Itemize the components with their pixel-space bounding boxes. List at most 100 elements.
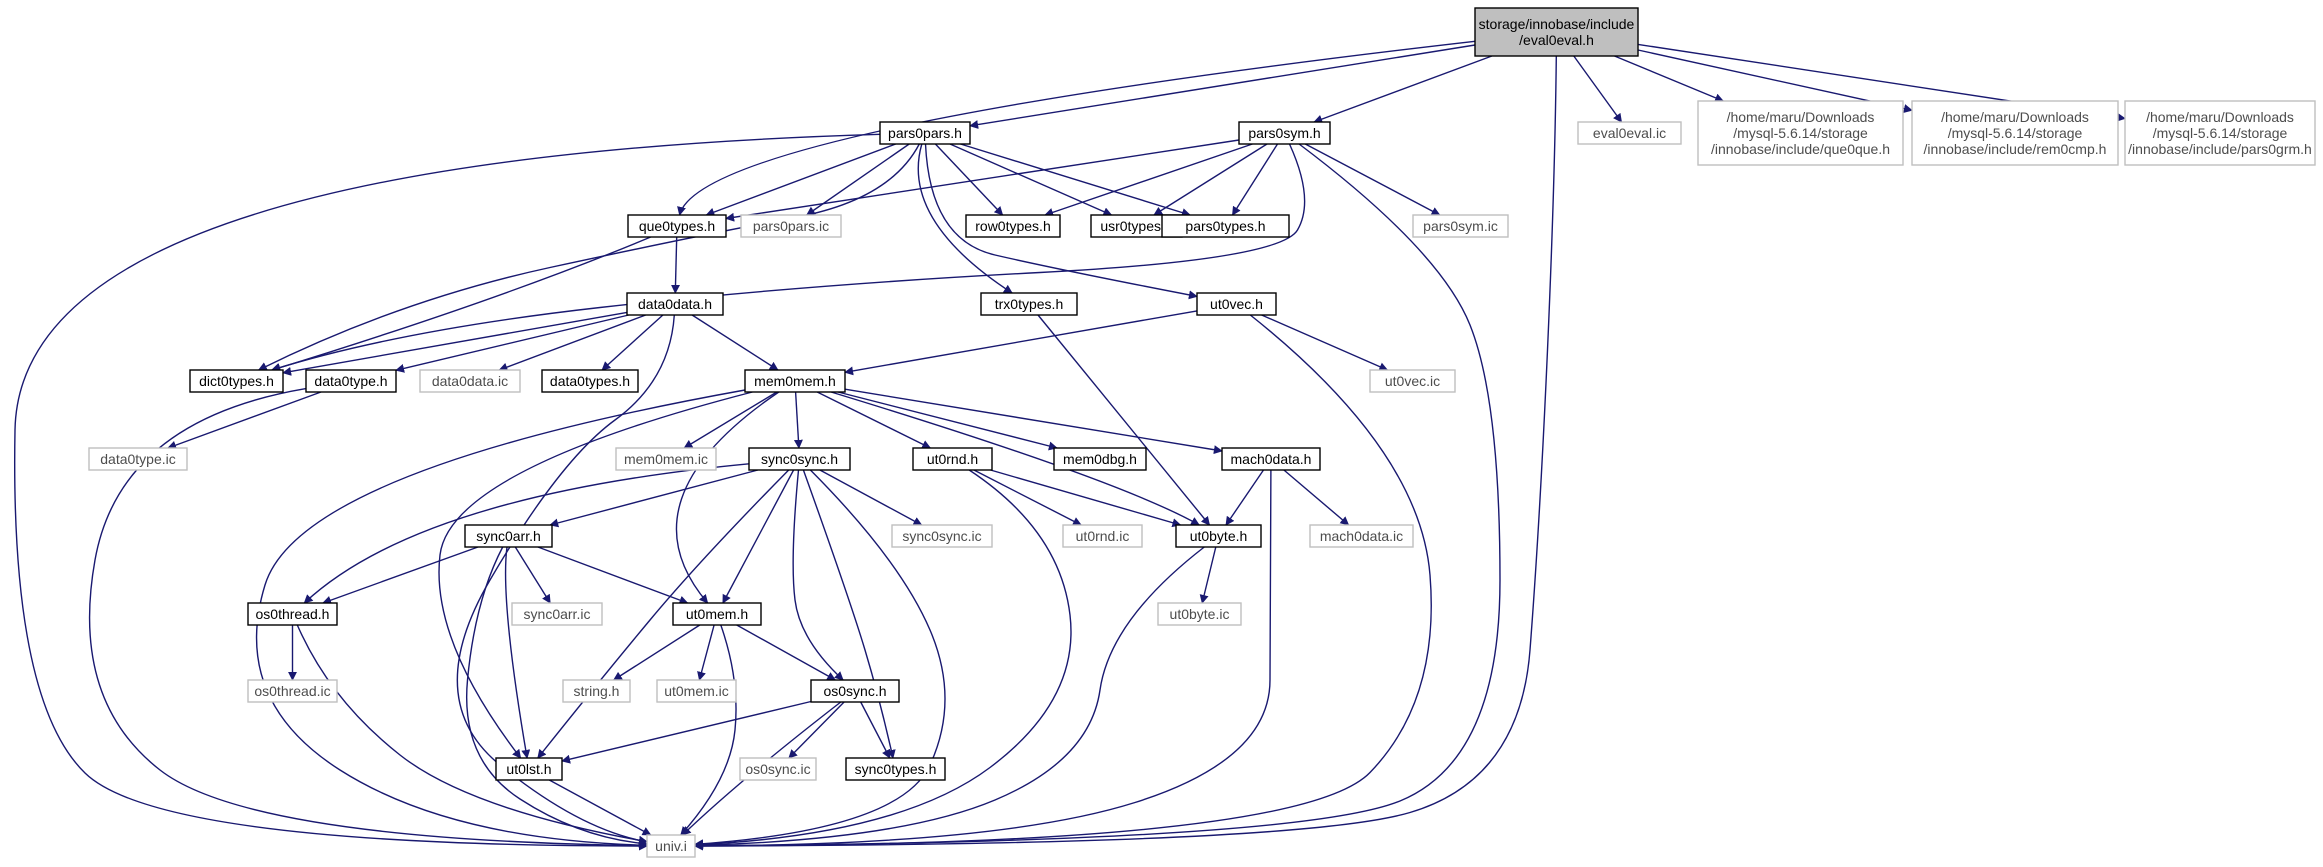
edge-ut0mem_h-to-univ_i	[680, 624, 737, 836]
node-label: eval0eval.ic	[1593, 125, 1666, 141]
node-box	[626, 292, 724, 316]
edge-sync0sync_h-to-sync0arr_h	[549, 469, 759, 528]
edge-sync0sync_h-to-ut0lst_h	[537, 469, 790, 759]
edge-mach0data_h-to-univ_i	[694, 469, 1272, 851]
node-usr0types_h[interactable]: usr0types.h	[1090, 214, 1183, 238]
node-ut0lst_h[interactable]: ut0lst.h	[495, 757, 563, 781]
node-sync0arr_h[interactable]: sync0arr.h	[464, 524, 553, 548]
node-pars0pars_h[interactable]: pars0pars.h	[879, 121, 971, 145]
edge-mach0data_h-to-mach0data_ic	[1283, 469, 1350, 526]
edge-sync0sync_h-to-os0sync_h	[792, 469, 844, 681]
node-label: usr0types.h	[1100, 218, 1172, 234]
node-box	[1221, 447, 1321, 471]
node-univ_i: univ.i	[646, 834, 696, 858]
node-data0data_h[interactable]: data0data.h	[626, 292, 724, 316]
node-eval0eval_h[interactable]: storage/innobase/include/eval0eval.h	[1474, 7, 1639, 57]
node-ut0rnd_ic: ut0rnd.ic	[1062, 524, 1143, 548]
node-sync0types_h[interactable]: sync0types.h	[845, 757, 946, 781]
node-label: data0type.h	[314, 373, 387, 389]
node-pars0sym_h[interactable]: pars0sym.h	[1238, 121, 1331, 145]
node-box	[1369, 369, 1456, 393]
node-mem0mem_h[interactable]: mem0mem.h	[744, 369, 846, 393]
edges-layer	[14, 40, 2126, 851]
node-label: /home/maru/Downloads	[1727, 109, 1875, 125]
node-pars0types_h[interactable]: pars0types.h	[1161, 214, 1290, 238]
node-box	[965, 214, 1061, 238]
node-box	[740, 214, 842, 238]
node-label: os0thread.h	[256, 606, 330, 622]
edge-sync0arr_h-to-ut0lst_h	[504, 546, 531, 759]
edge-data0data_h-to-data0types_h	[601, 314, 664, 371]
node-sync0sync_ic: sync0sync.ic	[891, 524, 993, 548]
edge-mem0mem_h-to-mach0data_h	[844, 388, 1223, 455]
node-label: univ.i	[655, 838, 687, 854]
node-data0type_ic: data0type.ic	[88, 447, 188, 471]
edge-pars0sym_h-to-pars0sym_ic	[1304, 143, 1441, 216]
node-ut0mem_h[interactable]: ut0mem.h	[672, 602, 762, 626]
node-os0thread_h[interactable]: os0thread.h	[247, 602, 338, 626]
node-data0data_ic: data0data.ic	[419, 369, 521, 393]
node-label: sync0arr.h	[476, 528, 541, 544]
node-ut0rnd_h[interactable]: ut0rnd.h	[912, 447, 993, 471]
node-label: data0type.ic	[100, 451, 176, 467]
node-pars0grm_h: /home/maru/Downloads/mysql-5.6.14/storag…	[2124, 100, 2316, 166]
node-label: /innobase/include/que0que.h	[1711, 141, 1890, 157]
edge-eval0eval_h-to-que0que_h	[1614, 55, 1725, 103]
edge-sync0arr_h-to-ut0mem_h	[537, 546, 689, 605]
node-box	[189, 369, 284, 393]
edge-ut0mem_h-to-os0sync_h	[736, 624, 837, 681]
node-mem0dbg_h[interactable]: mem0dbg.h	[1053, 447, 1147, 471]
edge-pars0sym_h-to-univ_i	[694, 143, 1501, 851]
node-que0types_h[interactable]: que0types.h	[627, 214, 727, 238]
node-box	[1175, 524, 1262, 548]
node-box	[912, 447, 993, 471]
edge-ut0vec_h-to-univ_i	[694, 314, 1432, 851]
node-box	[305, 369, 397, 393]
node-mach0data_h[interactable]: mach0data.h	[1221, 447, 1321, 471]
edge-mem0mem_h-to-sync0sync_h	[793, 391, 803, 449]
node-label: os0thread.ic	[254, 683, 330, 699]
node-mem0mem_ic: mem0mem.ic	[615, 447, 717, 471]
node-label: /home/maru/Downloads	[2146, 109, 2294, 125]
edge-pars0pars_h-to-ut0vec_h	[924, 143, 1198, 300]
node-box	[891, 524, 993, 548]
edge-ut0mem_h-to-ut0mem_ic	[697, 624, 715, 681]
node-label: /innobase/include/pars0grm.h	[2128, 141, 2312, 157]
node-ut0byte_ic: ut0byte.ic	[1157, 602, 1242, 626]
node-box	[1196, 292, 1277, 316]
node-box	[464, 524, 553, 548]
node-os0sync_h[interactable]: os0sync.h	[810, 679, 900, 703]
node-box	[739, 757, 817, 781]
edge-mem0mem_h-to-mem0dbg_h	[837, 391, 1058, 451]
node-label: mach0data.ic	[1320, 528, 1403, 544]
node-label: pars0sym.ic	[1423, 218, 1498, 234]
node-label: ut0lst.h	[506, 761, 551, 777]
node-dict0types_h[interactable]: dict0types.h	[189, 369, 284, 393]
node-box	[1474, 7, 1639, 57]
node-box	[672, 602, 762, 626]
node-label: mem0mem.ic	[624, 451, 708, 467]
edge-data0type_h-to-data0type_ic	[167, 391, 322, 450]
node-data0type_h[interactable]: data0type.h	[305, 369, 397, 393]
node-data0types_h[interactable]: data0types.h	[541, 369, 639, 393]
node-label: data0data.ic	[432, 373, 508, 389]
edge-sync0sync_h-to-univ_i	[694, 469, 946, 849]
node-label: dict0types.h	[199, 373, 274, 389]
node-box	[879, 121, 971, 145]
node-label: /innobase/include/rem0cmp.h	[1924, 141, 2107, 157]
edge-ut0lst_h-to-univ_i	[548, 779, 652, 836]
edge-mem0mem_h-to-ut0mem_h	[675, 391, 780, 604]
node-label: row0types.h	[975, 218, 1050, 234]
node-box	[845, 757, 946, 781]
node-ut0byte_h[interactable]: ut0byte.h	[1175, 524, 1262, 548]
node-sync0sync_h[interactable]: sync0sync.h	[748, 447, 851, 471]
edge-pars0pars_h-to-row0types_h	[934, 143, 1004, 216]
node-ut0vec_h[interactable]: ut0vec.h	[1196, 292, 1277, 316]
edge-eval0eval_h-to-pars0sym_h	[1313, 55, 1493, 124]
node-row0types_h[interactable]: row0types.h	[965, 214, 1061, 238]
node-label: ut0rnd.h	[927, 451, 978, 467]
edge-ut0byte_h-to-ut0byte_ic	[1199, 546, 1217, 604]
edge-os0sync_h-to-ut0lst_h	[561, 700, 812, 764]
node-trx0types_h[interactable]: trx0types.h	[980, 292, 1078, 316]
node-label: ut0vec.h	[1210, 296, 1263, 312]
